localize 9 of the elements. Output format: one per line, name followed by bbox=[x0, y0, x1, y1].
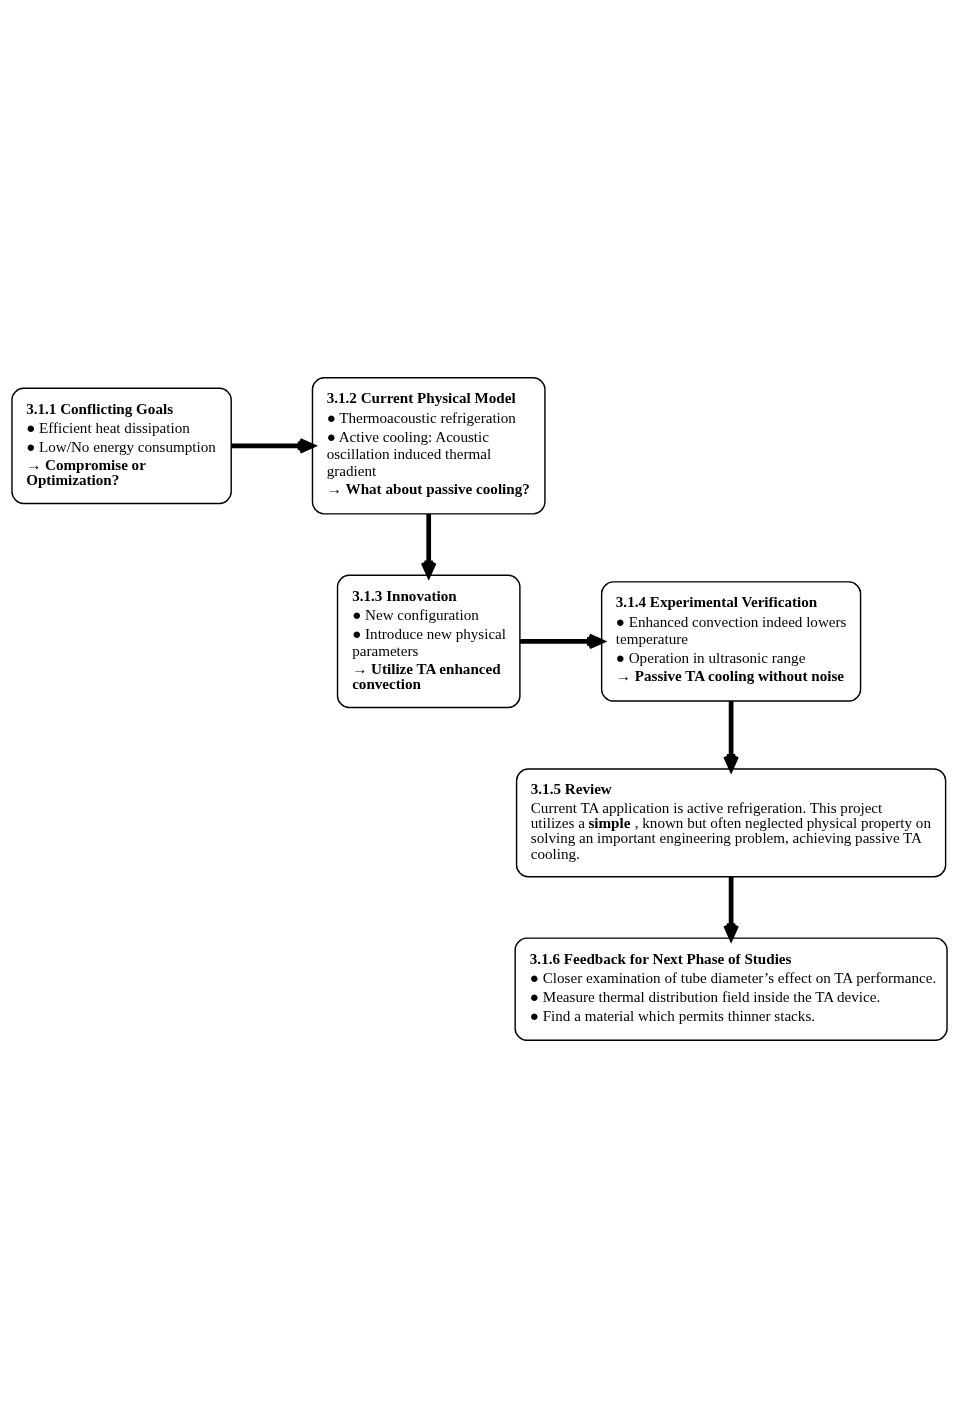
node-box: 3.1.3 Innovation ● New configuration ● Introduce new physical parameters → Utilize TA enhanced convection bbox=[336, 574, 521, 708]
arrow bbox=[519, 633, 605, 649]
node-box: 3.1.2 Current Physical Model ● Thermoacoustic refrigeration ● Active cooling: Acoustic oscillation induced thermal gradient → What about passive cooling? bbox=[311, 376, 546, 515]
arrow bbox=[231, 437, 315, 454]
node-box: 3.1.5 Review Current TA application is active refrigeration. This project utilizes a simple, known but often neglected physical property on solving an important engineering problem, achieving passive TA cooling. bbox=[515, 767, 947, 877]
node-box: 3.1.1 Conflicting Goals ● Efficient heat dissipation ● Low/No energy consumption → Compromise or Optimization? bbox=[11, 386, 232, 504]
node-box: 3.1.4 Experimental Verification ● Enhanced convection indeed lowers temperature ● Operation in ultrasonic range → Passive TA cooling without noise bbox=[600, 580, 862, 702]
arrow bbox=[420, 513, 437, 578]
node-box: 3.1.6 Feedback for Next Phase of Studies ● Closer examination of tube diameter’s effect on TA performance. ● Measure thermal distribution field inside the TA device. ● Find a material which permits thinner stacks. bbox=[514, 936, 948, 1041]
